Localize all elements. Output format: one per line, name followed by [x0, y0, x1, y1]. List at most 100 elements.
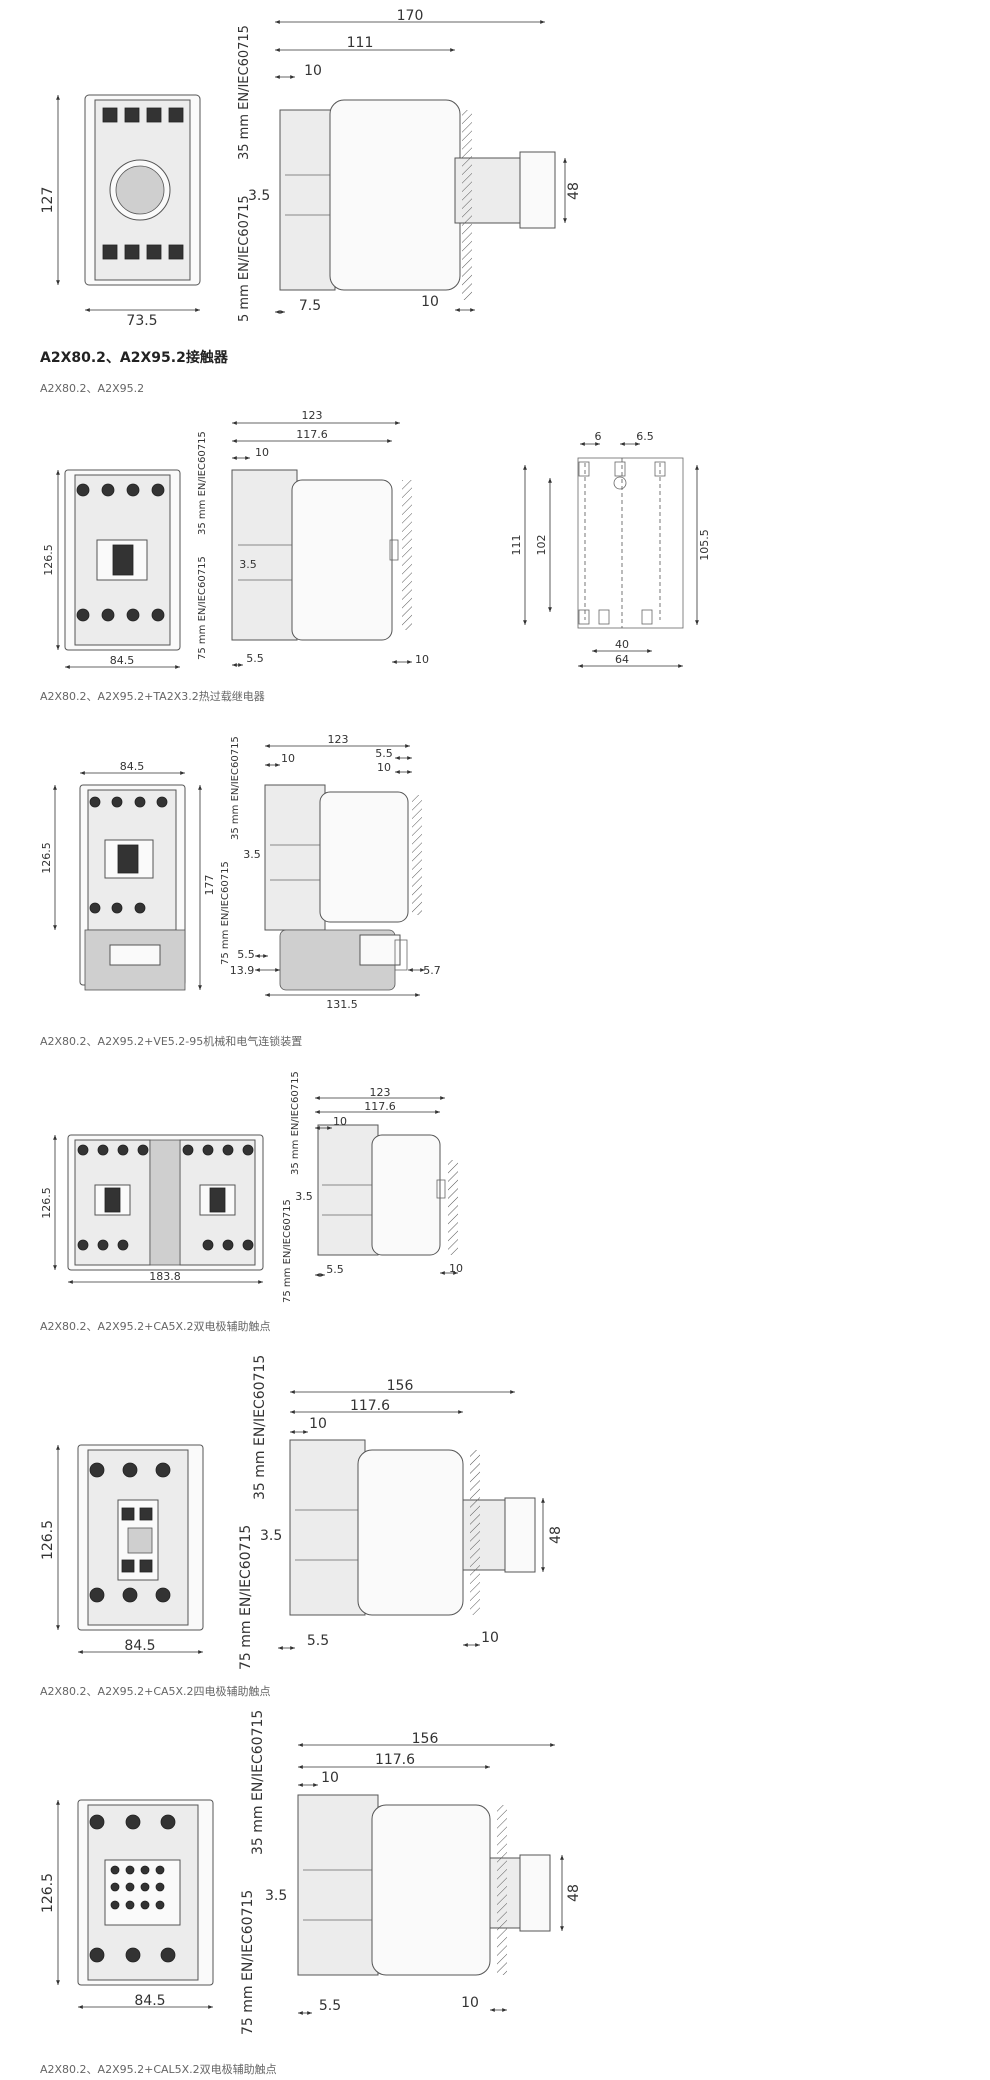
d3-rail: 3.5: [295, 1190, 313, 1203]
d3-rail-bottom-label: 75 mm EN/IEC60715: [282, 1199, 293, 1303]
d2-low-a: 5.5: [237, 948, 255, 961]
d3-rail-top-label: 35 mm EN/IEC60715: [290, 1071, 301, 1175]
drawing-3: 126.5 183.8 35 mm EN/IEC60715 75 mm EN/I…: [40, 1071, 463, 1303]
d0-rail: 3.5: [248, 188, 270, 204]
d4-aux-height: 48: [548, 1526, 564, 1544]
d5-width: 84.5: [134, 1993, 165, 2009]
d3-low-left: 5.5: [326, 1263, 344, 1276]
front-view-1: [64, 469, 181, 651]
d3-body: 117.6: [364, 1100, 396, 1113]
caption-4: A2X80.2、A2X95.2+CA5X.2双电极辅助触点: [40, 1319, 271, 1333]
side-view-5: [297, 1794, 551, 1976]
mt-top-a: 6: [595, 430, 602, 443]
front-view-0: [84, 94, 201, 286]
drawing-5: 126.5 84.5 35 mm EN/IEC60715 75 mm EN/IE…: [40, 1710, 582, 2035]
d1-width: 84.5: [110, 654, 135, 667]
d1-rail-top-label: 35 mm EN/IEC60715: [197, 431, 208, 535]
mt-w1: 40: [615, 638, 629, 651]
mounting-template: [577, 457, 684, 629]
caption-1: A2X80.2、A2X95.2: [40, 382, 144, 395]
d1-low-right: 10: [415, 653, 429, 666]
d2-height-total: 177: [203, 875, 216, 896]
side-view-0: [279, 99, 556, 300]
caption-3: A2X80.2、A2X95.2+VE5.2-95机械和电气连锁装置: [40, 1034, 302, 1048]
d3-width: 183.8: [149, 1270, 181, 1283]
d4-height: 126.5: [40, 1520, 56, 1560]
d0-width: 73.5: [126, 313, 157, 329]
front-view-2: [79, 784, 186, 991]
d2-rail: 3.5: [243, 848, 261, 861]
d4-rail-bottom-label: 75 mm EN/IEC60715: [238, 1525, 254, 1670]
d1-rail-bottom-label: 75 mm EN/IEC60715: [197, 556, 208, 660]
mt-h1: 111: [510, 535, 523, 556]
side-view-1: [231, 469, 412, 641]
d1-body: 117.6: [296, 428, 328, 441]
drawing-1: 126.5 84.5 35 mm EN/IEC60715 75 mm EN/IE…: [42, 409, 711, 669]
d5-ten-top: 10: [321, 1770, 339, 1786]
d0-height: 127: [40, 187, 56, 214]
drawing-2: 84.5 126.5 177 35 mm EN/IEC60715 75 mm E…: [40, 733, 441, 1011]
d0-aux-height: 48: [566, 182, 582, 200]
d4-body: 117.6: [350, 1398, 390, 1414]
d5-aux-height: 48: [566, 1884, 582, 1902]
d0-ten-top: 10: [304, 63, 322, 79]
d5-rail: 3.5: [265, 1888, 287, 1904]
d2-length: 131.5: [326, 998, 358, 1011]
d0-rail-bottom-label: 5 mm EN/IEC60715: [237, 195, 252, 322]
d1-height: 126.5: [42, 544, 55, 576]
d4-rail: 3.5: [260, 1528, 282, 1544]
d1-rail: 3.5: [239, 558, 257, 571]
caption-5: A2X80.2、A2X95.2+CA5X.2四电极辅助触点: [40, 1684, 271, 1698]
d3-ten-top: 10: [333, 1115, 347, 1128]
d2-right-a: 5.5: [375, 747, 393, 760]
front-view-3: [67, 1134, 264, 1271]
d0-low-right: 10: [421, 294, 439, 310]
d5-rail-bottom-label: 75 mm EN/IEC60715: [240, 1890, 256, 2035]
d4-low-right: 10: [481, 1630, 499, 1646]
d5-rail-top-label: 35 mm EN/IEC60715: [250, 1710, 266, 1855]
d5-low-left: 5.5: [319, 1998, 341, 2014]
mt-h2: 102: [535, 535, 548, 556]
caption-6: A2X80.2、A2X95.2+CAL5X.2双电极辅助触点: [40, 2062, 277, 2076]
d3-low-right: 10: [449, 1262, 463, 1275]
drawing-4: 126.5 84.5 35 mm EN/IEC60715 75 mm EN/IE…: [40, 1355, 564, 1670]
side-view-4: [289, 1439, 536, 1616]
d2-low-c: 5.7: [423, 964, 441, 977]
d4-width: 84.5: [124, 1638, 155, 1654]
d2-low-b: 13.9: [230, 964, 255, 977]
d5-total: 156: [412, 1731, 439, 1747]
d0-rail-top-label: 35 mm EN/IEC60715: [237, 25, 252, 160]
d5-low-right: 10: [461, 1995, 479, 2011]
d2-height: 126.5: [40, 842, 53, 874]
d1-total: 123: [302, 409, 323, 422]
d5-height: 126.5: [40, 1873, 56, 1913]
d4-ten-top: 10: [309, 1416, 327, 1432]
mt-w2: 64: [615, 653, 629, 666]
front-view-4: [77, 1444, 204, 1631]
d4-low-left: 5.5: [307, 1633, 329, 1649]
d0-low-left: 7.5: [299, 298, 321, 314]
mt-h3: 105.5: [698, 529, 711, 561]
d4-rail-top-label: 35 mm EN/IEC60715: [252, 1355, 268, 1500]
d0-total: 170: [397, 8, 424, 24]
d3-height: 126.5: [40, 1187, 53, 1219]
side-view-2: [264, 784, 422, 991]
d2-ten-top: 10: [281, 752, 295, 765]
d3-total: 123: [370, 1086, 391, 1099]
d2-right-b: 10: [377, 761, 391, 774]
d2-rail-top-label: 35 mm EN/IEC60715: [230, 736, 241, 840]
d0-body: 111: [347, 35, 374, 51]
section-title: A2X80.2、A2X95.2接触器: [40, 349, 229, 366]
d2-width: 84.5: [120, 760, 145, 773]
d2-total: 123: [328, 733, 349, 746]
side-view-3: [317, 1124, 458, 1256]
drawing-0: 127 73.5 35 mm EN/IEC60715 5 mm EN/IEC60…: [40, 8, 582, 329]
d4-total: 156: [387, 1378, 414, 1394]
caption-2: A2X80.2、A2X95.2+TA2X3.2热过载继电器: [40, 690, 265, 703]
d5-body: 117.6: [375, 1752, 415, 1768]
d2-rail-bottom-label: 75 mm EN/IEC60715: [220, 861, 231, 965]
mt-top-b: 6.5: [636, 430, 654, 443]
d1-low-left: 5.5: [246, 652, 264, 665]
d1-ten-top: 10: [255, 446, 269, 459]
